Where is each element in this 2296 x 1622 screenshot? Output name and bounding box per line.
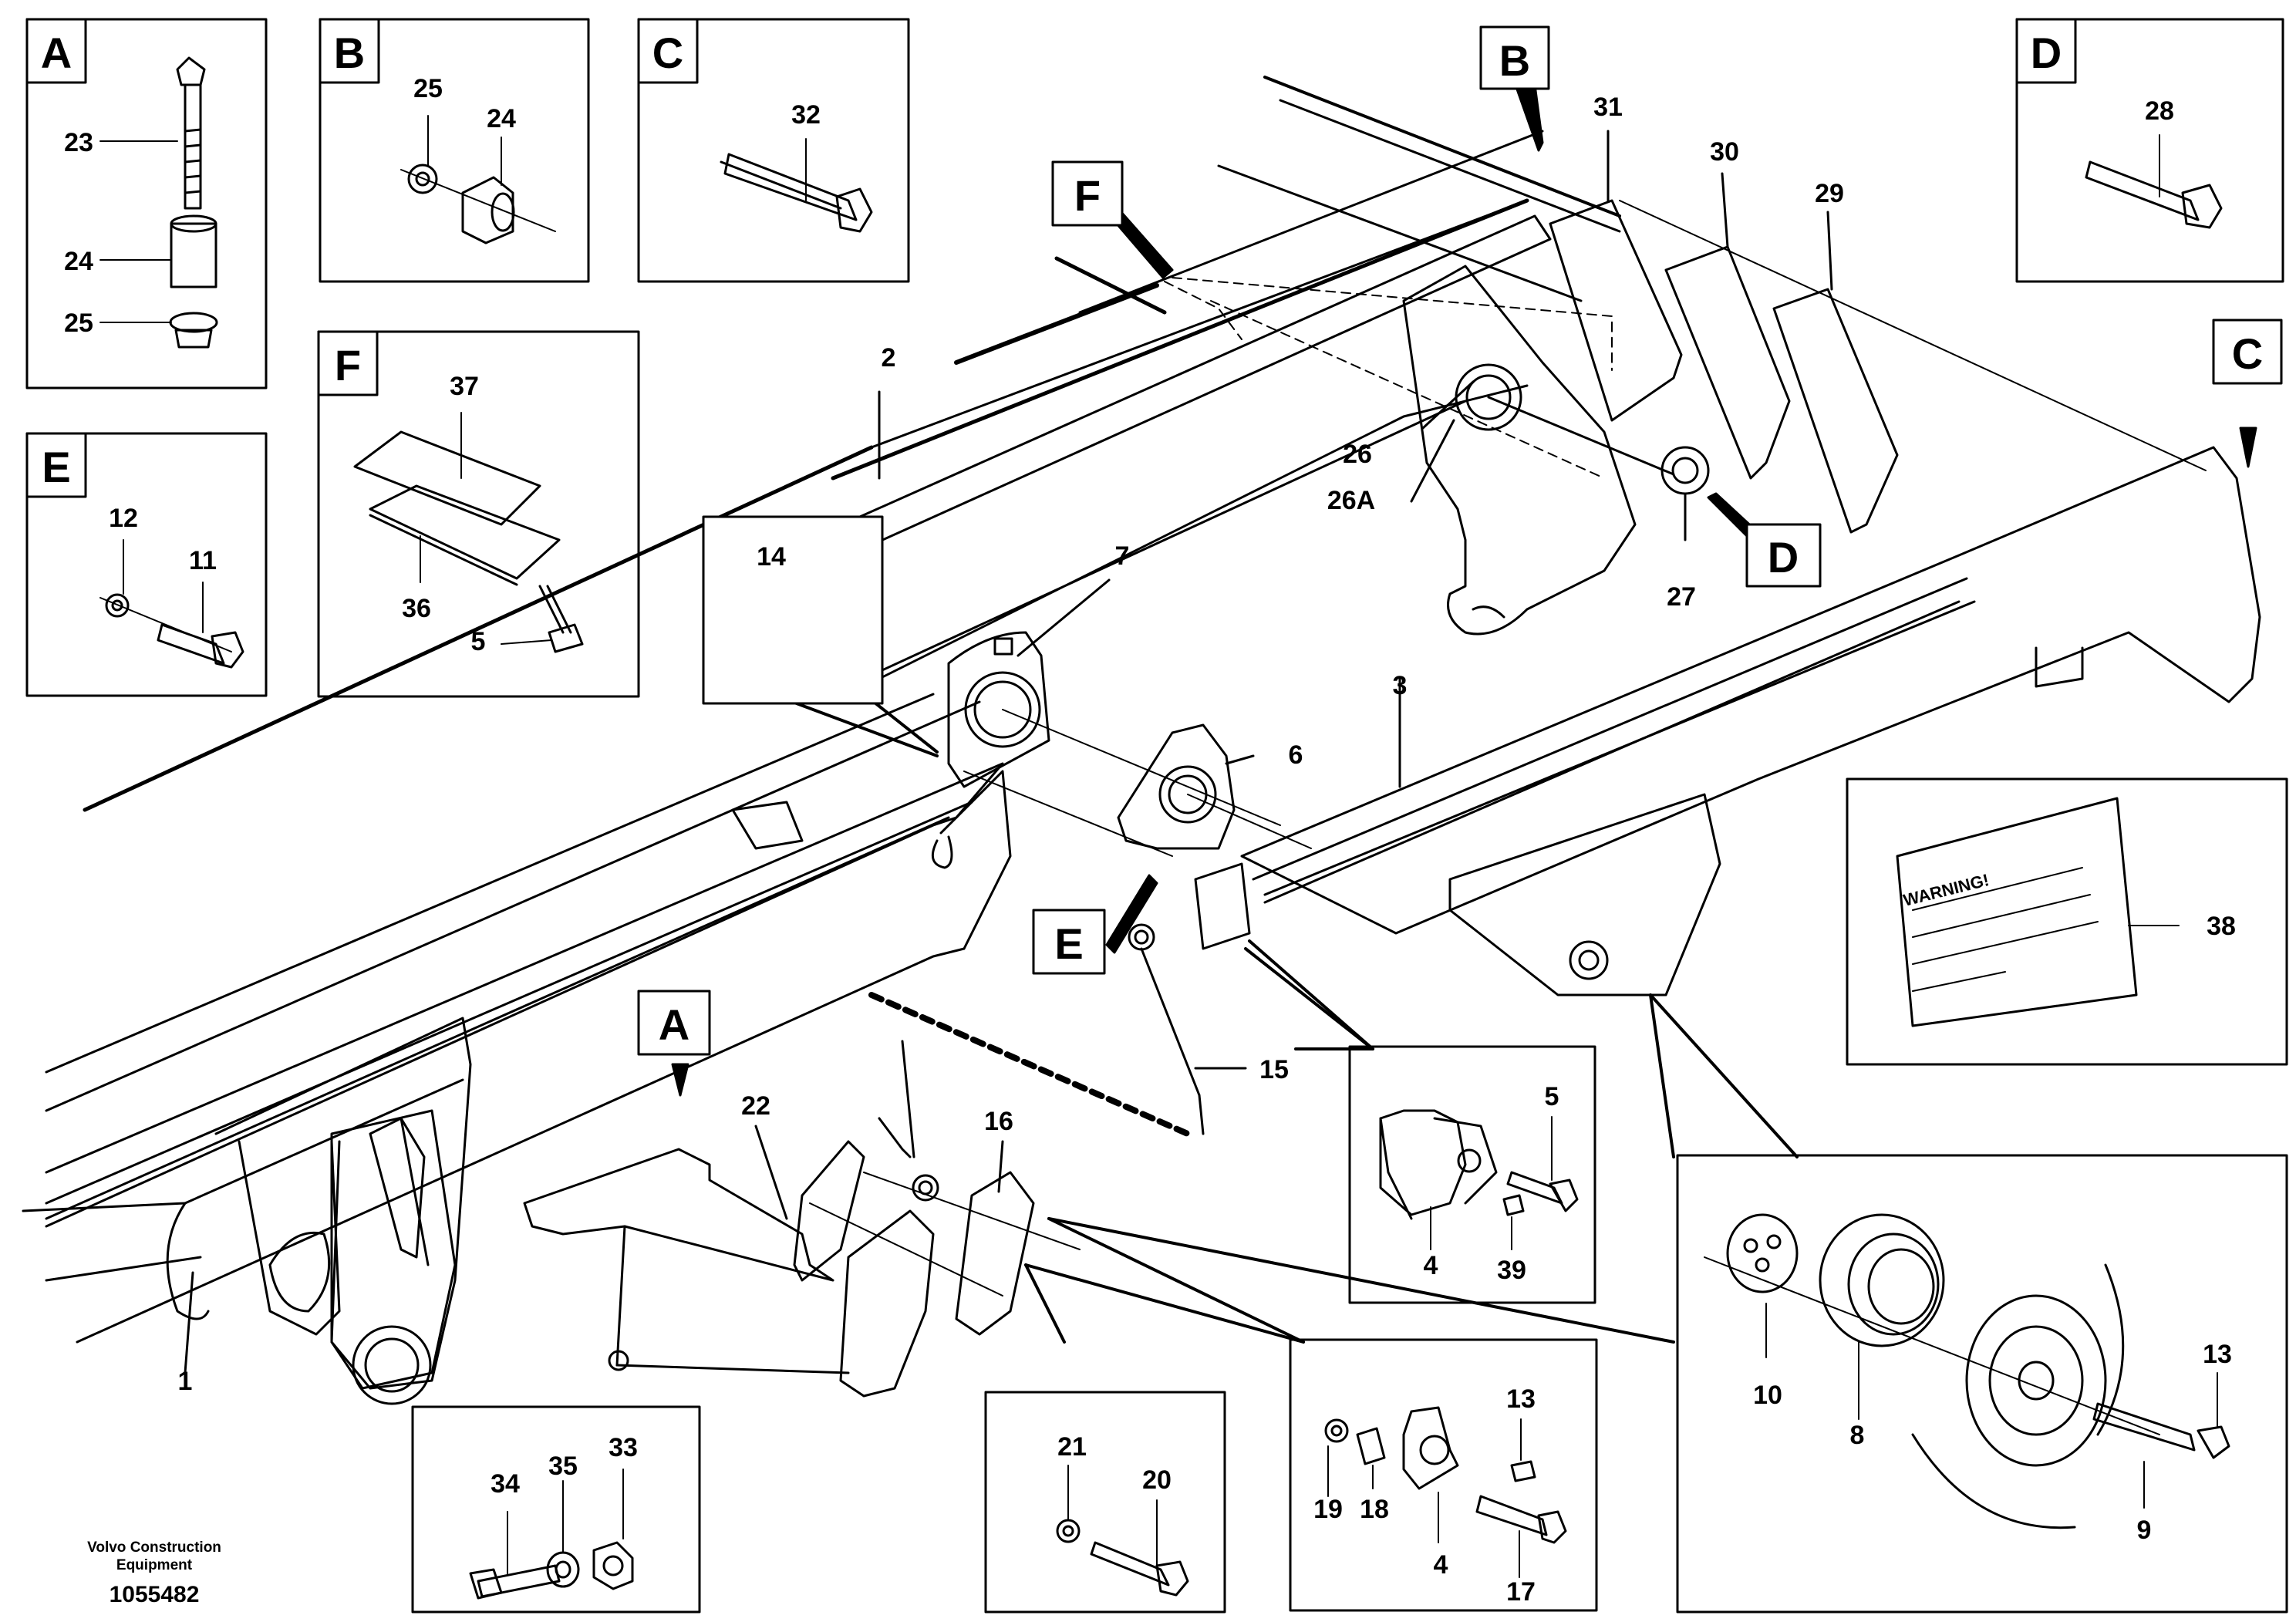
inset-c-tag: C <box>652 29 683 77</box>
lever-assembly <box>523 923 1205 1398</box>
label-12: 12 <box>109 504 138 533</box>
inset-b-tag: B <box>334 29 365 77</box>
inset-e-tag: E <box>42 443 70 491</box>
inset-A <box>25 18 268 389</box>
callout-tag-d: D <box>1768 533 1799 582</box>
label-2: 2 <box>882 343 896 373</box>
label-38: 38 <box>2207 912 2236 941</box>
label-13-hub: 13 <box>2203 1340 2232 1369</box>
label-26a: 26A <box>1327 486 1375 515</box>
inset-pin-plate-right <box>1348 1045 1596 1304</box>
inset-pin-plate-left <box>1289 1338 1598 1612</box>
inset-connectors <box>708 669 1799 1344</box>
label-27: 27 <box>1667 582 1696 612</box>
label-9: 9 <box>2137 1516 2152 1545</box>
inset-d-tag: D <box>2031 29 2062 77</box>
label-5-right: 5 <box>1545 1082 1559 1111</box>
label-25-b: 25 <box>413 74 443 103</box>
inset-tags: A B C D E F <box>41 29 2062 491</box>
label-37: 37 <box>450 372 479 401</box>
label-35: 35 <box>548 1452 578 1481</box>
main-tags: B C D F E A <box>659 36 2263 1049</box>
label-22: 22 <box>741 1091 770 1121</box>
label-4-left: 4 <box>1434 1550 1448 1580</box>
label-34: 34 <box>491 1469 520 1499</box>
inset-hub <box>1676 1154 2288 1614</box>
inset-C <box>637 18 910 283</box>
inset-f-tag: F <box>335 341 361 389</box>
label-25: 25 <box>64 309 93 338</box>
label-14: 14 <box>757 542 786 572</box>
callout-tag-c: C <box>2232 329 2263 378</box>
label-24: 24 <box>64 247 93 276</box>
label-3: 3 <box>1393 671 1408 700</box>
callout-tag-b: B <box>1499 36 1530 85</box>
label-7: 7 <box>1115 541 1130 571</box>
label-33: 33 <box>609 1433 638 1462</box>
label-5-f: 5 <box>471 627 486 656</box>
label-24-b: 24 <box>487 104 516 133</box>
label-23: 23 <box>64 128 93 157</box>
main-labels: 1 2 3 6 7 14 15 16 22 26 26A 27 29 30 31 <box>178 93 1844 1396</box>
label-31: 31 <box>1593 93 1623 122</box>
main-frame <box>22 76 1621 1405</box>
label-32: 32 <box>791 100 821 130</box>
tag-pointers <box>671 83 2257 1097</box>
footer: Volvo Construction Equipment 1055482 <box>87 1539 221 1607</box>
label-11: 11 <box>189 546 217 575</box>
label-21: 21 <box>1057 1432 1087 1462</box>
label-17: 17 <box>1506 1577 1536 1607</box>
label-10: 10 <box>1753 1381 1782 1410</box>
label-18: 18 <box>1360 1495 1389 1524</box>
label-4-right: 4 <box>1424 1251 1438 1280</box>
label-15: 15 <box>1259 1055 1289 1084</box>
callout-tag-a: A <box>659 1000 689 1049</box>
inset-B <box>319 18 590 283</box>
label-36: 36 <box>402 594 431 623</box>
warning-text: WARNING! <box>1901 870 1991 910</box>
inset-E <box>25 432 268 697</box>
label-28: 28 <box>2145 96 2174 126</box>
label-13-left: 13 <box>1506 1384 1536 1414</box>
footer-doc-number: 1055482 <box>110 1582 200 1607</box>
callout-tag-f: F <box>1074 171 1101 220</box>
main-tag-boxes <box>637 25 2283 1056</box>
label-8: 8 <box>1850 1421 1865 1450</box>
beam-part-3 <box>1194 446 2261 996</box>
inset-D <box>2015 18 2284 283</box>
label-29: 29 <box>1815 179 1844 208</box>
label-6: 6 <box>1289 740 1303 770</box>
label-26: 26 <box>1343 440 1372 469</box>
leader-lines <box>184 130 1833 1374</box>
label-39: 39 <box>1497 1256 1526 1285</box>
footer-company-line2: Equipment <box>116 1557 193 1573</box>
footer-company-line1: Volvo Construction <box>87 1539 221 1556</box>
callout-tag-e: E <box>1054 919 1083 968</box>
label-1: 1 <box>178 1367 193 1396</box>
inset-warning <box>1846 777 2288 1066</box>
label-20: 20 <box>1142 1465 1172 1495</box>
plates-31-30-29 <box>1549 199 2207 534</box>
mount-7-6 <box>731 631 1312 857</box>
label-19: 19 <box>1313 1495 1343 1524</box>
label-16: 16 <box>984 1107 1013 1136</box>
inset-bolt-pair <box>984 1391 1226 1614</box>
pivot-bracket <box>1164 265 1675 636</box>
inset-F <box>317 330 640 698</box>
label-30: 30 <box>1710 137 1739 167</box>
inset-a-tag: A <box>41 29 72 77</box>
inset-bolt-set <box>411 1405 701 1614</box>
